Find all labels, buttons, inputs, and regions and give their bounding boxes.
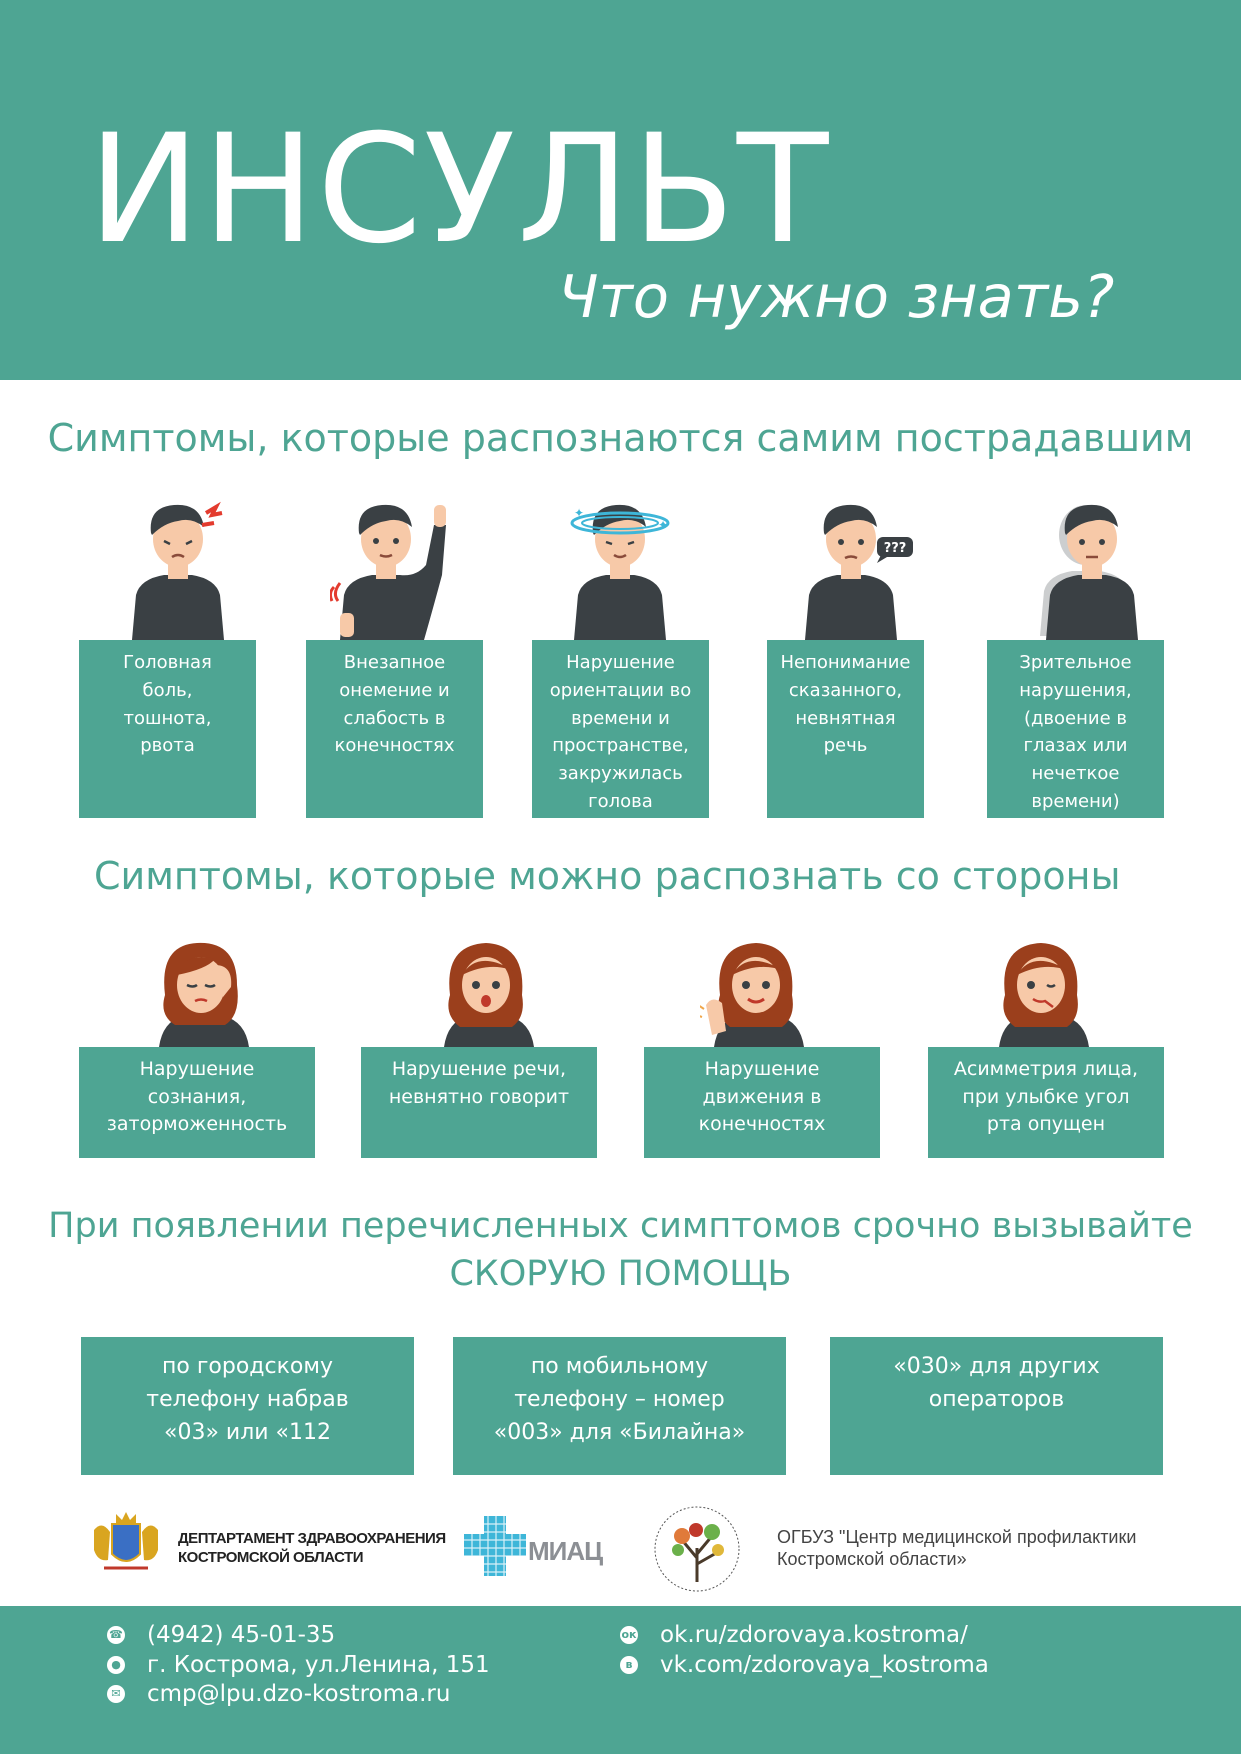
department-line2: КОСТРОМСКОЙ ОБЛАСТИ <box>178 1549 363 1566</box>
man-confused-illustration: ??? <box>805 504 913 640</box>
symptom-card-text: Непонимание сказанного, невнятная речь <box>780 652 911 757</box>
woman-asymmetry-illustration <box>999 943 1089 1047</box>
symptom-card-headache: Головная боль, тошнота, рвота <box>79 640 256 818</box>
call-option-text: по городскому телефону набрав «03» или «… <box>146 1354 349 1445</box>
symptom-card-text: Внезапное онемение и слабость в конечнос… <box>334 652 455 757</box>
observer-card-text: Нарушение движения в конечностях <box>698 1058 826 1135</box>
center-line2: Костромской области» <box>777 1549 967 1569</box>
tree-logo-icon <box>654 1506 740 1592</box>
contact-ok: ок ok.ru/zdorovaya.kostroma/ <box>620 1620 968 1650</box>
call-option-text: по мобильному телефону – номер «003» для… <box>493 1354 746 1445</box>
department-logo-text: ДЕПТАРТАМЕНТ ЗДРАВООХРАНЕНИЯ КОСТРОМСКОЙ… <box>178 1529 446 1567</box>
ok-icon: ок <box>620 1626 638 1644</box>
symptom-card-vision: Зрительное нарушения, (двоение в глазах … <box>987 640 1164 818</box>
man-dizzy-illustration: ✦ ✦ <box>570 504 670 640</box>
observer-card-consciousness: Нарушение сознания, заторможенность <box>79 1047 315 1158</box>
call-option-mobile: по мобильному телефону – номер «003» для… <box>453 1337 786 1475</box>
call-option-text: «030» для других операторов <box>893 1354 1100 1412</box>
symptom-card-text: Нарушение ориентации во времени и простр… <box>549 652 692 812</box>
section-observer-symptoms-title: Симптомы, которые можно распознать со ст… <box>94 854 1121 898</box>
man-headache-illustration <box>132 501 224 640</box>
symptom-card-text: Головная боль, тошнота, рвота <box>123 652 212 757</box>
observer-card-text: Нарушение сознания, заторможенность <box>106 1058 288 1135</box>
vk-icon: в <box>620 1656 638 1674</box>
call-ambulance-title: При появлении перечисленных симптомов ср… <box>0 1202 1241 1298</box>
coat-of-arms-icon <box>94 1512 158 1570</box>
contact-address: ● г. Кострома, ул.Ленина, 151 <box>107 1650 490 1680</box>
woman-limb-illustration <box>700 943 804 1047</box>
woman-speech-illustration <box>444 943 534 1047</box>
header-banner: ИНСУЛЬТ Что нужно знать? <box>0 0 1241 380</box>
center-line1: ОГБУЗ "Центр медицинской профилактики <box>777 1527 1137 1547</box>
center-logo-text: ОГБУЗ "Центр медицинской профилактики Ко… <box>777 1526 1136 1570</box>
contact-email: ✉ cmp@lpu.dzo-kostroma.ru <box>107 1679 450 1709</box>
symptom-card-orientation: Нарушение ориентации во времени и простр… <box>532 640 709 818</box>
bubble-text: ??? <box>884 541 907 556</box>
call-option-landline: по городскому телефону набрав «03» или «… <box>81 1337 414 1475</box>
contact-phone-text[interactable]: (4942) 45-01-35 <box>147 1622 336 1648</box>
contact-email-link[interactable]: cmp@lpu.dzo-kostroma.ru <box>147 1681 451 1707</box>
phone-icon: ☎ <box>107 1626 125 1644</box>
symptom-card-speech: Непонимание сказанного, невнятная речь <box>767 640 924 818</box>
call-option-other: «030» для других операторов <box>830 1337 1163 1475</box>
contact-vk-link[interactable]: vk.com/zdorovaya_kostroma <box>660 1652 989 1678</box>
man-vision-illustration <box>1040 504 1138 640</box>
symptom-card-numbness: Внезапное онемение и слабость в конечнос… <box>306 640 483 818</box>
observer-card-text: Асимметрия лица, при улыбке угол рта опу… <box>953 1058 1139 1135</box>
contact-address-text: г. Кострома, ул.Ленина, 151 <box>147 1652 490 1678</box>
miac-logo-text: МИАЦ <box>528 1536 603 1566</box>
call-title-line2: СКОРУЮ ПОМОЩЬ <box>449 1254 792 1294</box>
page-title: ИНСУЛЬТ <box>88 103 831 277</box>
contact-ok-link[interactable]: ok.ru/zdorovaya.kostroma/ <box>660 1622 968 1648</box>
observer-card-text: Нарушение речи, невнятно говорит <box>388 1058 570 1108</box>
miac-cross-icon <box>464 1516 526 1576</box>
man-numbness-illustration <box>330 504 446 640</box>
observer-card-movement: Нарушение движения в конечностях <box>644 1047 880 1158</box>
location-icon: ● <box>107 1656 125 1674</box>
contact-vk: в vk.com/zdorovaya_kostroma <box>620 1650 989 1680</box>
call-title-line1: При появлении перечисленных симптомов ср… <box>48 1206 1193 1246</box>
symptom-card-text: Зрительное нарушения, (двоение в глазах … <box>1019 652 1132 812</box>
department-line1: ДЕПТАРТАМЕНТ ЗДРАВООХРАНЕНИЯ <box>178 1530 446 1547</box>
page-subtitle: Что нужно знать? <box>558 262 1115 331</box>
mail-icon: ✉ <box>107 1685 125 1703</box>
observer-card-speech: Нарушение речи, невнятно говорит <box>361 1047 597 1158</box>
svg-text:✦: ✦ <box>658 518 668 532</box>
observer-card-asymmetry: Асимметрия лица, при улыбке угол рта опу… <box>928 1047 1164 1158</box>
svg-text:✦: ✦ <box>574 506 584 520</box>
section-self-symptoms-title: Симптомы, которые распознаются самим пос… <box>47 416 1194 460</box>
contact-phone: ☎ (4942) 45-01-35 <box>107 1620 335 1650</box>
footer-contacts: ☎ (4942) 45-01-35 ● г. Кострома, ул.Лени… <box>0 1606 1241 1754</box>
woman-drowsy-illustration <box>159 942 249 1047</box>
logos-row: ДЕПТАРТАМЕНТ ЗДРАВООХРАНЕНИЯ КОСТРОМСКОЙ… <box>0 1500 1241 1600</box>
